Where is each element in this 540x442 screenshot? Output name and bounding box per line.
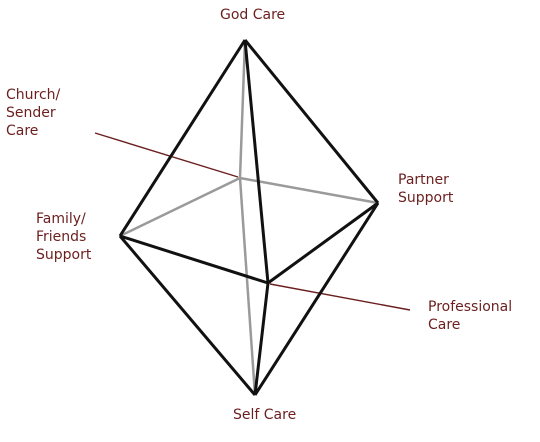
pointer-professional <box>269 283 411 311</box>
pointer-church-sender <box>94 132 239 178</box>
label-god-care: God Care <box>220 7 286 23</box>
edge-top-left <box>118 39 247 237</box>
label-professional-care: Professional Care <box>428 299 513 333</box>
back-edge-top-to-back <box>238 39 247 179</box>
edge-left-front <box>119 234 269 285</box>
edge-top-right <box>243 39 380 204</box>
edge-right-bottom <box>253 202 380 396</box>
label-church-sender-care: Church/ Sender Care <box>6 87 61 139</box>
label-partner-support: Partner Support <box>398 172 454 206</box>
edge-front-bottom <box>253 282 270 396</box>
label-family-friends-support: Family/ Friends Support <box>36 211 92 263</box>
edge-left-bottom <box>118 235 257 396</box>
edge-front-right <box>267 201 379 285</box>
label-self-care: Self Care <box>233 407 297 423</box>
back-edge-back-to-right <box>239 176 379 205</box>
back-edge-back-to-bottom <box>238 177 257 396</box>
edge-top-front <box>243 39 270 284</box>
back-edge-left-to-back <box>119 176 241 238</box>
